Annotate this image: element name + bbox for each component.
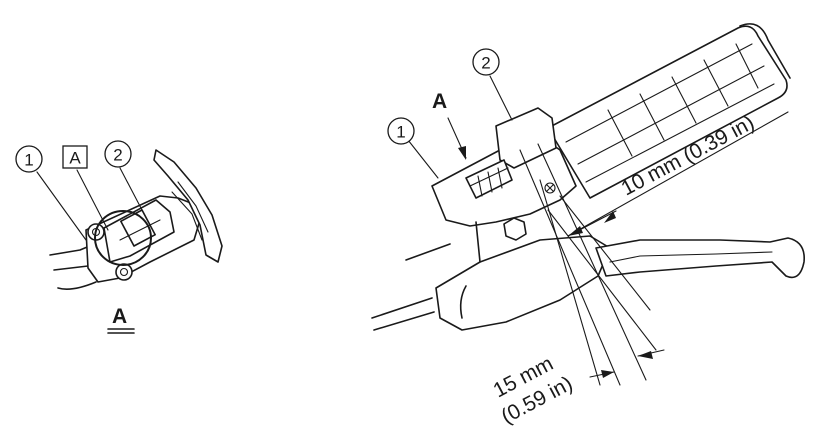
left-flange-inner-2 [177, 181, 209, 233]
dim-line-b [537, 143, 647, 381]
dim-lower-arrowhead-2 [638, 351, 653, 359]
right-cable-top [371, 297, 433, 319]
dim-line-a [519, 149, 621, 386]
left-highlight-circle [94, 210, 152, 266]
left-callout-2-text: 2 [113, 146, 122, 165]
grip-band-5 [735, 43, 759, 89]
right-screw [544, 182, 556, 194]
grip-body [547, 25, 788, 199]
right-leader-2 [489, 75, 513, 121]
left-bolt-bottom [115, 263, 133, 281]
left-leader-2 [119, 167, 143, 211]
right-screw-cross [546, 184, 554, 192]
left-leader-A [76, 169, 109, 231]
right-plunger-tick-2 [487, 171, 493, 193]
dim-line-c [547, 209, 657, 351]
grip-rib-2 [577, 65, 765, 165]
dim-line-e [559, 195, 651, 311]
left-handlebar-top [49, 244, 93, 256]
dim-line-d [539, 179, 601, 386]
right-lever-edge [609, 251, 773, 263]
right-pivot-bolt [503, 217, 527, 241]
left-callout-1-text: 1 [24, 151, 33, 170]
left-view-label: A [112, 305, 127, 328]
right-arrow-label-A: A [432, 90, 447, 113]
left-housing-flange [153, 149, 223, 263]
left-leader-1 [36, 171, 87, 241]
grip-rib-3 [585, 83, 775, 183]
grip-rib-1 [565, 43, 753, 143]
grip-band-3 [671, 76, 697, 124]
left-flange-inner [171, 191, 203, 241]
right-perch-joint [475, 221, 481, 263]
grip-end-cap [739, 23, 791, 79]
right-handlebar-line [405, 243, 451, 261]
right-detail-view: A 1 2 10 mm (0.39 in) 15 mm (0.59 in) [371, 23, 805, 428]
right-grip [547, 23, 791, 199]
right-plunger-tick-1 [477, 175, 483, 197]
dim-upper-arrowhead-2 [604, 211, 616, 223]
right-plunger-tick-3 [497, 167, 503, 189]
dim-upper-extension [567, 111, 789, 237]
right-callout-2-text: 2 [481, 54, 490, 73]
left-callout-2 [104, 140, 132, 168]
grip-band-2 [639, 93, 665, 141]
dim-upper-arrowhead-1 [568, 226, 583, 236]
left-boxed-label-text: A [69, 149, 81, 168]
right-perch-curve [459, 285, 467, 319]
left-bolt-bottom-inner [119, 267, 129, 277]
right-switch-block [495, 107, 557, 169]
left-switch-plunger [120, 209, 156, 247]
left-callout-1 [15, 145, 43, 173]
right-lever-blade [595, 237, 805, 279]
right-cable-bottom [373, 311, 435, 331]
right-arrow-A-head [458, 146, 466, 160]
right-callout-1 [387, 117, 415, 145]
dim-lower-arrowhead-1 [601, 370, 614, 378]
right-callout-2 [472, 48, 500, 76]
right-leader-1 [407, 139, 439, 179]
grip-band-1 [607, 109, 633, 157]
grip-band-4 [703, 59, 729, 107]
left-detail-view: 1 A 2 A [15, 140, 223, 334]
left-boxed-label [62, 145, 88, 169]
left-lower-edge [57, 281, 97, 290]
left-switch-line [119, 219, 161, 241]
left-handlebar-bottom [53, 265, 89, 271]
right-callout-1-text: 1 [396, 123, 405, 142]
